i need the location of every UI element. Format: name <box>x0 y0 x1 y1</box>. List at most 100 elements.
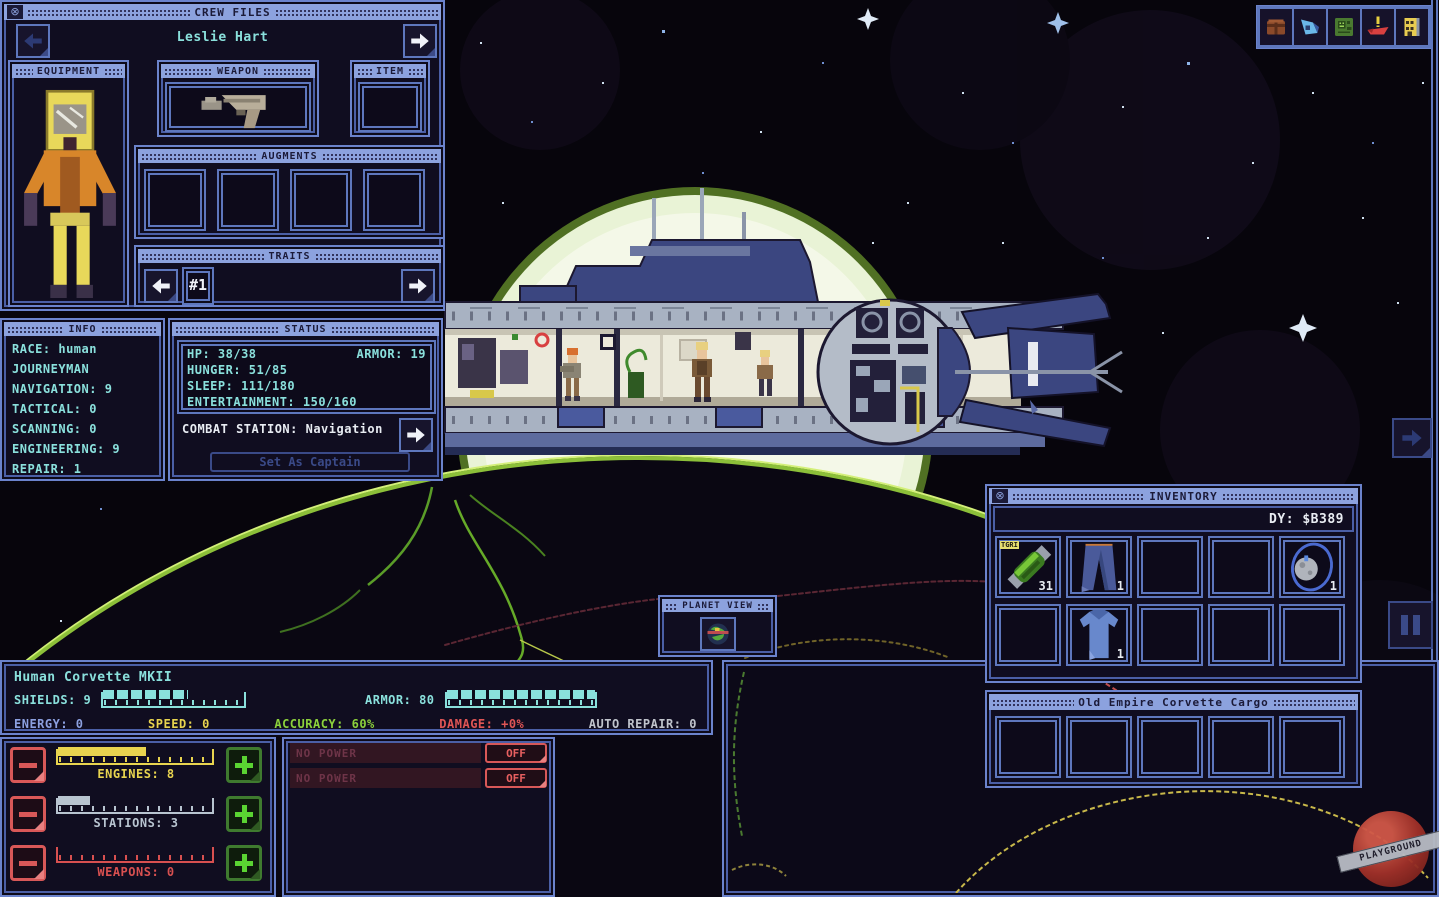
money-value: DY: $B389 <box>1269 511 1344 527</box>
inventory-slot[interactable] <box>1208 604 1274 666</box>
traits-title: TRAITS <box>268 250 311 262</box>
inventory-panel: ⊗ INVENTORY DY: $B389 TGRI 31 <box>985 484 1362 683</box>
augments-title: AUGMENTS <box>261 150 318 162</box>
item-count: 1 <box>1329 579 1337 593</box>
systems-button[interactable] <box>1328 9 1360 45</box>
info-rank: JOURNEYMAN <box>12 362 90 376</box>
pause-icon <box>1401 615 1420 635</box>
cargo-slot[interactable] <box>1137 716 1203 778</box>
inventory-slot[interactable] <box>995 604 1061 666</box>
crew-member <box>757 350 773 396</box>
pants-icon <box>1081 543 1117 593</box>
mutagen-canister-icon <box>1007 545 1052 589</box>
weapon-power-panel: NO POWER OFF NO POWER OFF <box>282 737 555 897</box>
status-sleep: SLEEP: 111/180 <box>187 379 296 393</box>
arrow-right-icon <box>411 33 429 49</box>
pistol-icon <box>201 95 266 129</box>
weapon-title: WEAPON <box>216 65 260 77</box>
weapon-panel: WEAPON <box>157 60 319 137</box>
cargo-slot[interactable] <box>1066 716 1132 778</box>
status-title: STATUS <box>284 323 327 335</box>
status-armor: ARMOR: 19 <box>356 347 426 361</box>
station-building-icon <box>1404 18 1420 36</box>
speed-stat: SPEED: 0 <box>148 717 210 731</box>
close-icon[interactable]: ⊗ <box>7 5 23 19</box>
info-tactical: TACTICAL: 0 <box>12 402 97 416</box>
cargo-panel: Old Empire Corvette Cargo <box>985 690 1362 788</box>
inventory-slot[interactable]: TGRI 31 <box>995 536 1061 598</box>
item-title: ITEM <box>375 65 405 77</box>
station-button[interactable] <box>1396 9 1428 45</box>
info-race: RACE: human <box>12 342 97 356</box>
prev-trait-button[interactable] <box>144 269 178 303</box>
status-hunger: HUNGER: 51/85 <box>187 363 288 377</box>
stations-label: STATIONS: 3 <box>93 816 179 830</box>
titlebar-dots <box>274 8 439 16</box>
alert-button[interactable] <box>1362 9 1394 45</box>
cargo-slot[interactable] <box>1208 716 1274 778</box>
cargo-slot[interactable] <box>995 716 1061 778</box>
inventory-slot[interactable]: 1 <box>1066 604 1132 666</box>
stations-minus-button[interactable] <box>10 796 46 832</box>
arrow-right-icon <box>1402 429 1422 447</box>
prev-crew-button[interactable] <box>16 24 50 58</box>
arrow-right-icon <box>407 427 425 443</box>
info-title: INFO <box>68 323 97 335</box>
screen-edge-line <box>1431 0 1433 660</box>
cargo-button[interactable] <box>1260 9 1292 45</box>
info-navigation: NAVIGATION: 9 <box>12 382 113 396</box>
cargo-titlebar: Old Empire Corvette Cargo <box>989 694 1358 710</box>
weapon-power-bar: NO POWER <box>290 768 481 788</box>
augment-slot[interactable] <box>363 169 425 231</box>
weapon-off-button[interactable]: OFF <box>485 743 547 763</box>
engines-plus-button[interactable] <box>226 747 262 783</box>
moon-icon <box>1291 542 1333 592</box>
inventory-slot[interactable] <box>1137 604 1203 666</box>
planet-view-title: PLANET VIEW <box>682 600 753 611</box>
inventory-slot[interactable] <box>1208 536 1274 598</box>
info-panel: INFO RACE: human JOURNEYMAN NAVIGATION: … <box>0 318 165 481</box>
augment-slot[interactable] <box>144 169 206 231</box>
weapons-plus-button[interactable] <box>226 845 262 881</box>
weapon-off-button[interactable]: OFF <box>485 768 547 788</box>
inventory-title: INVENTORY <box>1149 489 1218 503</box>
ship-button[interactable] <box>1294 9 1326 45</box>
inventory-slot[interactable] <box>1279 604 1345 666</box>
augment-slot[interactable] <box>290 169 352 231</box>
side-panel-toggle[interactable] <box>1392 418 1432 458</box>
inventory-titlebar: ⊗ INVENTORY <box>989 488 1358 504</box>
weapon-slot[interactable] <box>165 82 311 132</box>
augments-panel: AUGMENTS <box>134 145 445 239</box>
circuit-board-icon <box>1335 18 1353 36</box>
item-slot[interactable] <box>358 82 422 132</box>
planet-view-button[interactable] <box>700 617 736 651</box>
next-trait-button[interactable] <box>401 269 435 303</box>
engines-minus-button[interactable] <box>10 747 46 783</box>
set-captain-button[interactable]: Set As Captain <box>210 452 410 472</box>
status-box: HP: 38/38 ARMOR: 19 HUNGER: 51/85 SLEEP:… <box>177 340 436 414</box>
ship-name: Human Corvette MKII <box>14 670 173 685</box>
combat-station-label: COMBAT STATION: Navigation <box>182 422 383 436</box>
inventory-slot[interactable] <box>1137 536 1203 598</box>
crew-files-panel: ⊗ CREW FILES Leslie Hart EQUIPMENT <box>0 0 445 311</box>
next-crew-button[interactable] <box>403 24 437 58</box>
ship-sprite[interactable] <box>444 188 1123 455</box>
status-hp: HP: 38/38 <box>187 347 257 361</box>
ship-stats-panel: Human Corvette MKII SHIELDS: 9 ARMOR: 80… <box>0 660 713 735</box>
pause-button[interactable] <box>1388 601 1433 649</box>
close-icon[interactable]: ⊗ <box>992 489 1008 503</box>
augment-slot[interactable] <box>217 169 279 231</box>
stations-plus-button[interactable] <box>226 796 262 832</box>
crew-sprite[interactable] <box>20 88 120 298</box>
cargo-slot[interactable] <box>1279 716 1345 778</box>
status-entertainment: ENTERTAINMENT: 150/160 <box>187 395 357 409</box>
shields-gauge <box>101 690 247 708</box>
weapons-minus-button[interactable] <box>10 845 46 881</box>
playground-watermark: PLAYGROUND <box>1336 805 1439 893</box>
crew-member <box>692 342 712 402</box>
inventory-slot[interactable]: 1 <box>1279 536 1345 598</box>
change-station-button[interactable] <box>399 418 433 452</box>
item-count: 31 <box>1038 579 1053 593</box>
inventory-slot[interactable]: 1 <box>1066 536 1132 598</box>
screen-edge-line <box>1436 0 1438 660</box>
